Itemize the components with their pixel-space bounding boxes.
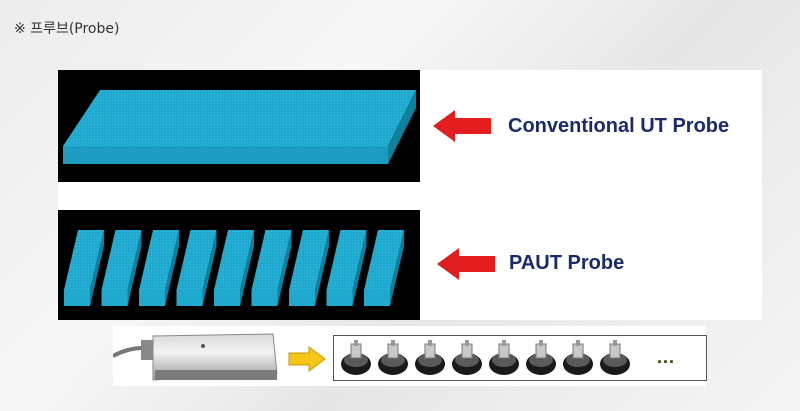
transducer-icon: [341, 340, 371, 375]
transducer-icon: [526, 340, 556, 375]
paut-element: [289, 230, 329, 306]
paut-element: [326, 230, 367, 306]
transducer-array-box: ...: [333, 335, 707, 381]
paut-element: [64, 230, 104, 306]
section-note: ※ 프루브(Probe): [14, 21, 120, 37]
paut-element: [176, 230, 217, 306]
transducer-icon: [452, 340, 482, 375]
paut-probe-label: PAUT Probe: [509, 252, 625, 274]
paut-probe-image: [58, 210, 420, 320]
conventional-probe-image: [58, 70, 420, 182]
transducer-icon: [378, 340, 408, 375]
paut-probe-graphic: [64, 230, 404, 306]
paut-element: [251, 230, 292, 306]
transducer-icon: [600, 340, 630, 375]
probe-photo: [113, 333, 278, 381]
arrow-icon: [433, 110, 491, 142]
paut-element: [364, 230, 404, 306]
ellipsis-text: ...: [657, 347, 676, 367]
paut-element: [101, 230, 142, 306]
paut-element: [214, 230, 254, 306]
paut-element: [139, 230, 179, 306]
transducer-icon: [415, 340, 445, 375]
arrow-icon: [288, 346, 326, 372]
transducer-icon: [563, 340, 593, 375]
arrow-icon: [437, 248, 495, 280]
transducer-icon: [489, 340, 519, 375]
conventional-probe-graphic: [63, 90, 416, 164]
transducer-array-graphic: [341, 340, 630, 375]
conventional-ut-probe-label: Conventional UT Probe: [508, 115, 730, 137]
